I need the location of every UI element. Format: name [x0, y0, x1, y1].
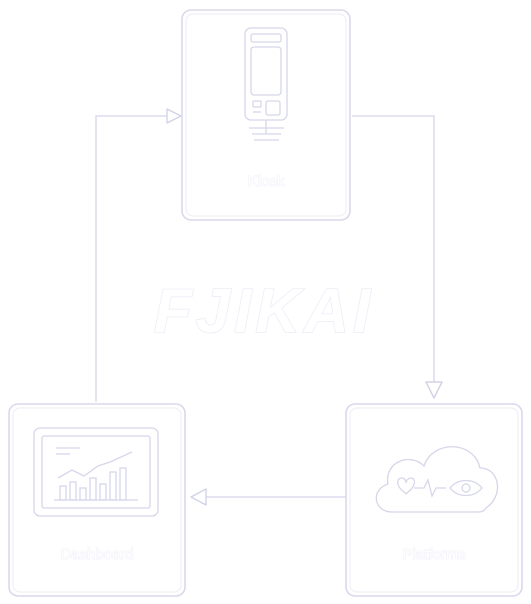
cloud-icon — [375, 446, 499, 513]
heart-icon — [397, 477, 416, 495]
arrow-head-right-icon — [166, 108, 182, 124]
eye-icon — [449, 479, 483, 497]
pulse-icon — [414, 478, 446, 498]
arrow-head-down-icon — [425, 381, 443, 399]
node-device: Kiosk — [181, 9, 351, 221]
arrow-head-left-icon — [190, 488, 207, 506]
node-dashboard: Dashboard — [8, 403, 186, 597]
node-platform: Platforms — [345, 403, 523, 597]
node-device-label: Kiosk — [248, 173, 285, 190]
connector-device-to-platform — [352, 115, 443, 399]
node-dashboard-label: Dashboard — [60, 546, 133, 563]
node-platform-label: Platforms — [402, 546, 465, 563]
tablet-chart-icon — [33, 427, 159, 517]
payment-terminal-icon — [244, 27, 288, 141]
connector-platform-to-dashboard — [190, 488, 346, 506]
brand-logo: FJIKAI — [154, 277, 374, 346]
connector-dashboard-to-device — [95, 108, 182, 402]
